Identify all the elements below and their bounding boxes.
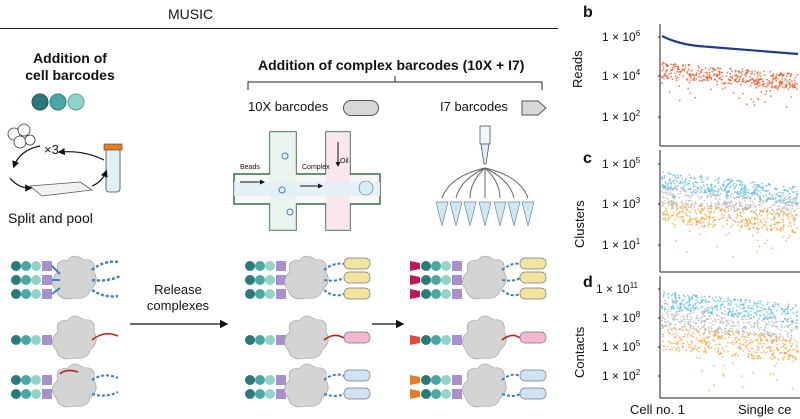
i7-barcode-shape [521, 100, 547, 116]
panel-d-tick-2: 1 × 105 [602, 339, 641, 354]
tube-icon [103, 143, 123, 193]
panel-c-letter: c [583, 150, 592, 167]
release-complexes-label: Release complexes [146, 282, 210, 313]
panel-c-ylabel: Clusters [572, 200, 587, 248]
panel-d-tick-3: 1 × 102 [602, 368, 641, 383]
panel-d-tick-0: 1 × 1011 [596, 281, 639, 296]
scatter-plots [658, 24, 800, 399]
cycle-count-label: ×3 [44, 142, 59, 157]
panel-d-ylabel: Contacts [572, 326, 587, 378]
droplet-chip [233, 131, 381, 231]
tenx-barcodes-label: 10X barcodes [248, 99, 329, 114]
complex-rows [11, 255, 547, 408]
clusters-blue-points [661, 171, 799, 225]
panel-d-tick-1: 1 × 108 [602, 310, 641, 325]
middle-mixed-complex [245, 363, 371, 408]
well-plate-icon [28, 181, 94, 197]
left-dna-complex [11, 255, 121, 300]
cell-barcode-beads [31, 93, 85, 111]
left-rna-complex [11, 315, 119, 360]
right-mixed-complex [410, 363, 547, 408]
figure-title: MUSIC [168, 6, 214, 22]
pipette-tubes-icon [435, 125, 535, 227]
panel-b-tick-2: 1 × 102 [602, 109, 641, 124]
panel-b-tick-1: 1 × 104 [602, 68, 641, 83]
panel-c-tick-0: 1 × 105 [602, 156, 641, 171]
left-mixed-complex [11, 363, 119, 408]
complex-barcodes-heading: Addition of complex barcodes (10X + I7) [258, 57, 525, 73]
right-rna-complex [410, 315, 547, 360]
reads-orange-points [661, 61, 799, 108]
title-divider [0, 28, 558, 29]
reads-navy-line [661, 35, 799, 56]
x-end-label: Single ce [738, 402, 792, 417]
contacts-grey-points [661, 307, 799, 367]
split-pool-label: Split and pool [8, 210, 93, 226]
contacts-orange-points [662, 324, 799, 392]
contacts-blue-points [661, 290, 799, 343]
x-start-label: Cell no. 1 [630, 402, 685, 417]
panel-b-letter: b [583, 4, 593, 21]
middle-dna-complex [245, 255, 371, 300]
panel-c-tick-1: 1 × 103 [602, 196, 641, 211]
heading-bracket [247, 76, 543, 90]
panel-b-ylabel: Reads [570, 50, 585, 88]
tenx-barcode-shape [343, 100, 379, 116]
panel-b-tick-0: 1 × 106 [602, 29, 641, 44]
middle-rna-complex [245, 315, 371, 360]
panel-d-letter: d [583, 274, 593, 291]
panel-c-tick-2: 1 × 101 [602, 237, 641, 252]
droplet-oil-label: Oil [340, 158, 349, 165]
droplet-beads-label: Beads [240, 164, 260, 171]
cells-cluster-icon [7, 123, 36, 149]
i7-barcodes-label: I7 barcodes [440, 99, 508, 114]
cell-barcodes-heading: Addition of cell barcodes [25, 50, 115, 83]
droplet-complex-label: Complex [302, 164, 330, 171]
split-pool-cycle [7, 123, 123, 197]
clusters-grey-points [661, 186, 799, 242]
right-dna-complex [410, 255, 547, 300]
